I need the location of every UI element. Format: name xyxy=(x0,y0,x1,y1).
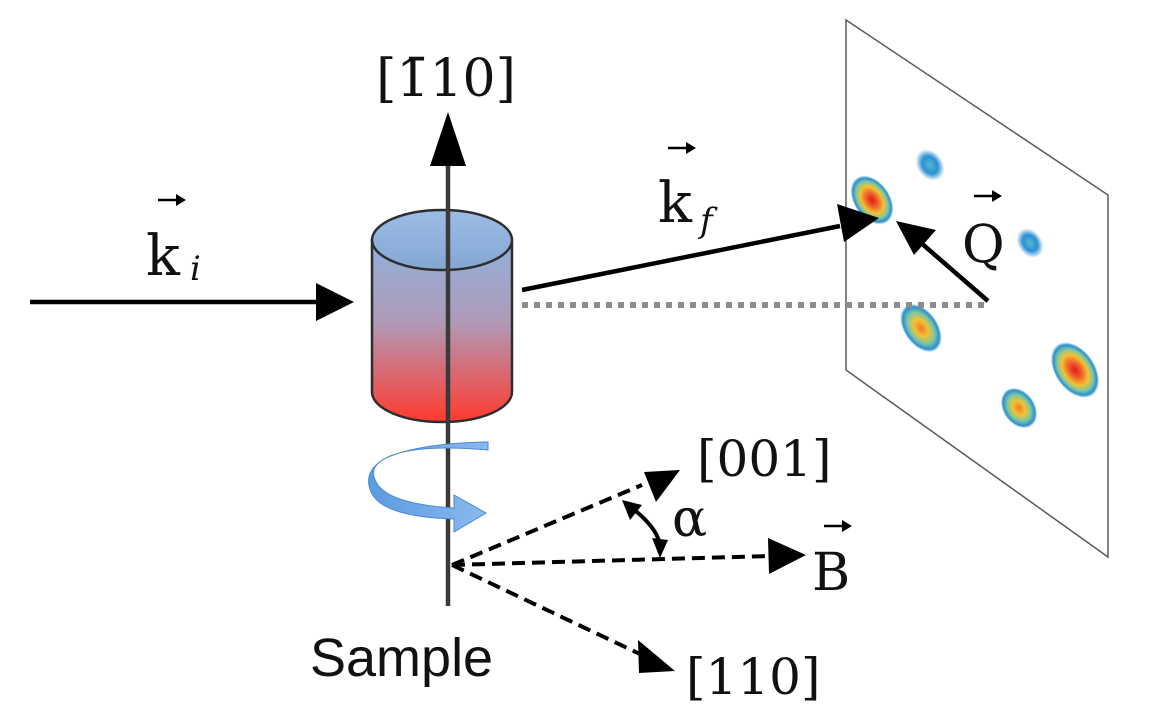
axis-110-line xyxy=(451,563,643,657)
ki-arrow xyxy=(30,283,354,321)
svg-text:k: k xyxy=(146,224,181,289)
sample-label: Sample xyxy=(310,628,493,688)
q-label: Q xyxy=(962,190,1005,275)
q-vector-arrow xyxy=(896,221,990,303)
axis-110-label: [110] xyxy=(686,648,820,706)
kf-arrow xyxy=(521,204,879,293)
bragg-spot-3 xyxy=(1016,228,1044,258)
svg-text:i: i xyxy=(190,249,201,289)
vertical-axis-label: [1̄10] xyxy=(376,49,516,109)
vector-arrow-icon xyxy=(824,520,852,532)
alpha-angle-arc xyxy=(622,500,668,558)
ki-label: k i xyxy=(146,194,201,289)
rotation-arrow-icon xyxy=(368,441,489,533)
svg-text:f: f xyxy=(697,201,718,241)
kf-label: k f xyxy=(658,142,718,241)
svg-text:B: B xyxy=(812,543,850,603)
axis-001-arrowhead xyxy=(644,470,680,502)
axis-110-arrowhead xyxy=(638,640,675,673)
axis-001-label: [001] xyxy=(697,430,831,488)
axis-b-arrowhead xyxy=(768,538,806,574)
vertical-axis-arrowhead xyxy=(430,112,466,166)
vector-arrow-icon xyxy=(974,190,1002,202)
bragg-spot-5 xyxy=(1050,342,1100,398)
axis-b-line xyxy=(451,554,771,567)
bragg-spot-4 xyxy=(900,303,942,353)
axis-001-line xyxy=(451,483,643,567)
svg-text:k: k xyxy=(658,171,693,236)
sample-cylinder xyxy=(370,208,514,424)
bragg-spot-6 xyxy=(1000,387,1038,429)
b-label: B xyxy=(812,520,852,603)
alpha-label: α xyxy=(672,489,707,549)
bragg-spot-1 xyxy=(915,149,945,181)
crystal-axes xyxy=(451,470,806,673)
vector-arrow-icon xyxy=(668,142,696,154)
svg-text:Q: Q xyxy=(962,215,1005,275)
vector-arrow-icon xyxy=(158,194,186,206)
